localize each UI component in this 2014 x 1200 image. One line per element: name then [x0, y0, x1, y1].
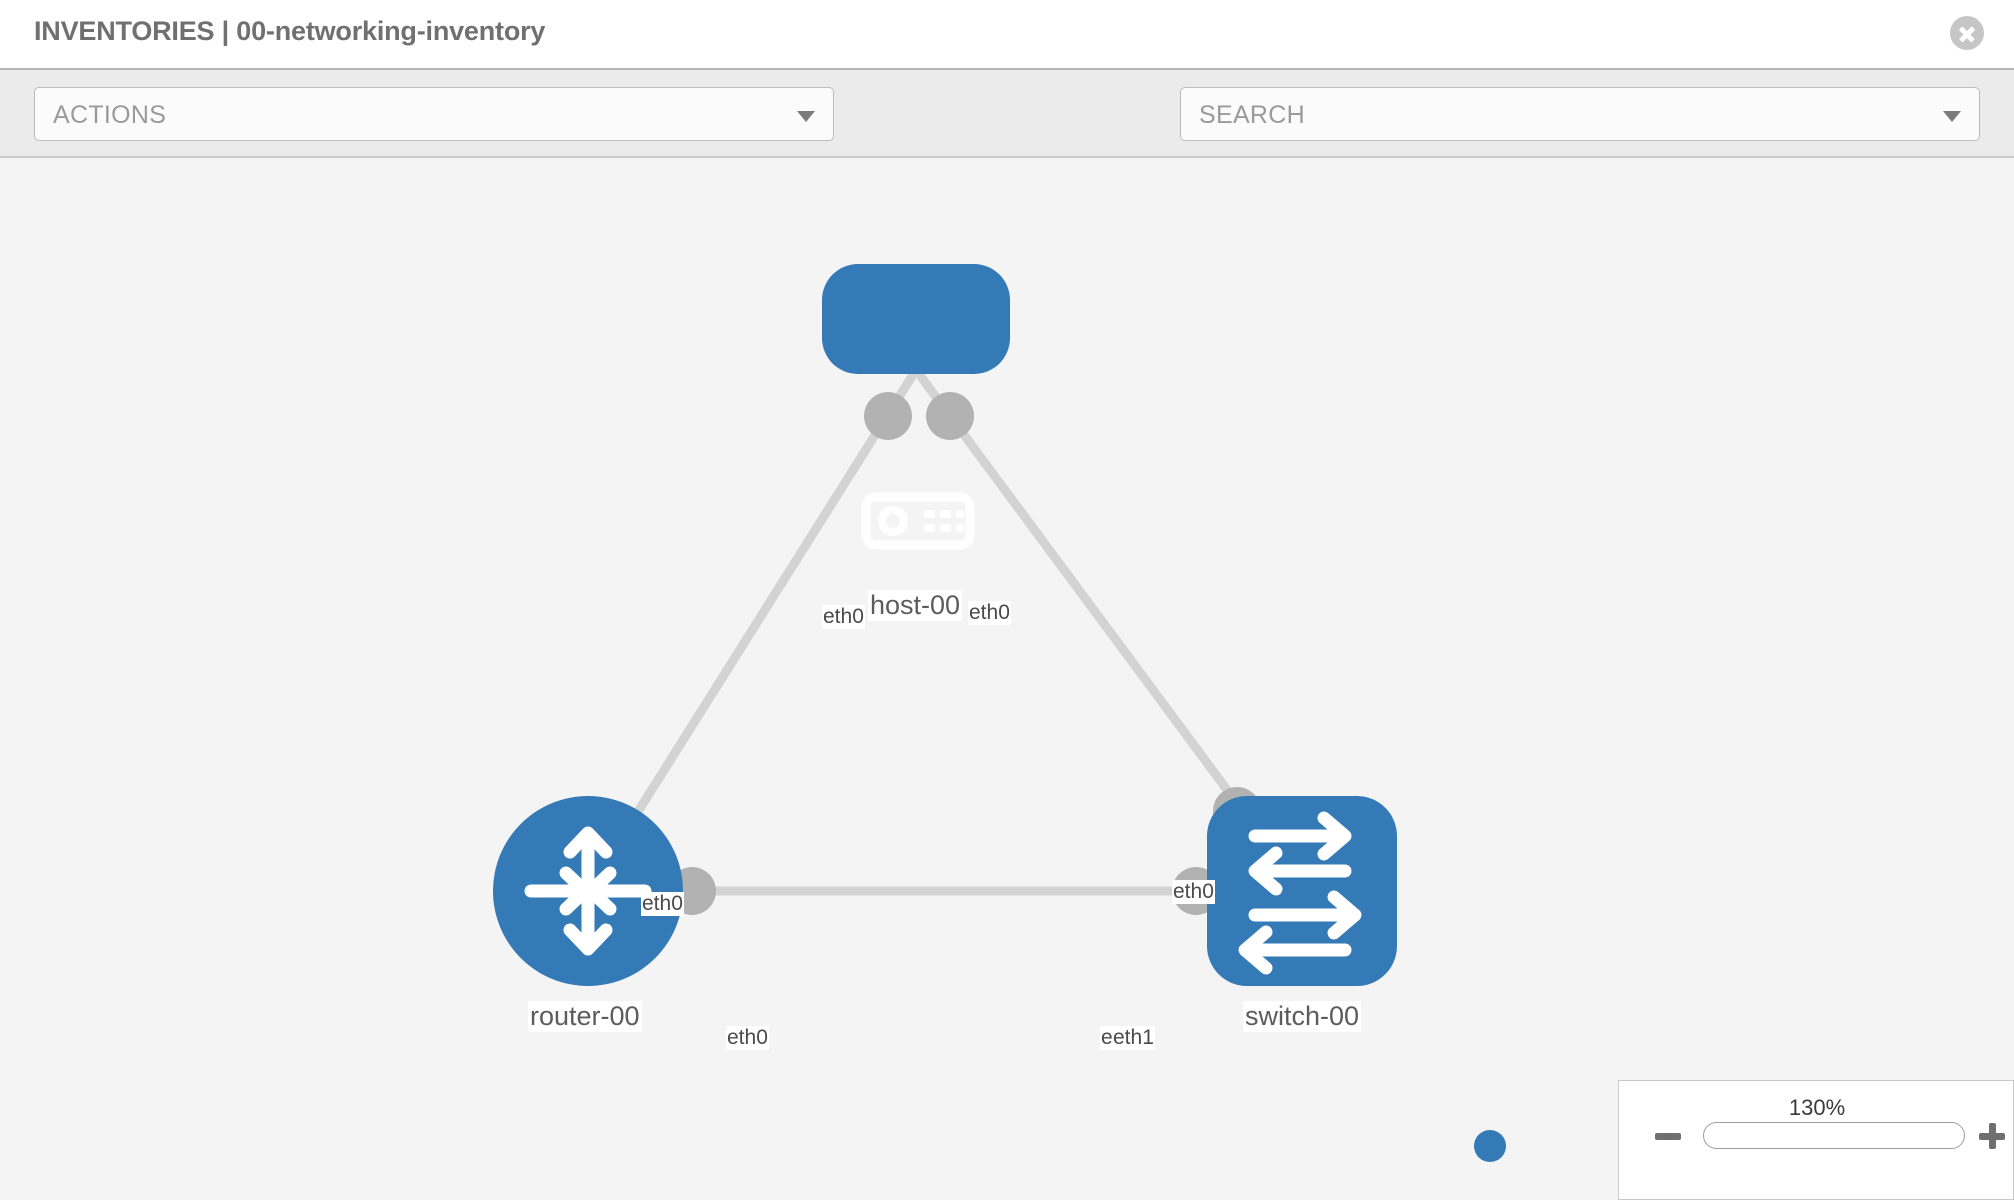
- page-header: INVENTORIES | 00-networking-inventory: [0, 0, 2014, 70]
- search-placeholder: SEARCH: [1199, 101, 1305, 129]
- plus-icon[interactable]: [1979, 1123, 2005, 1149]
- close-icon[interactable]: [1950, 16, 1984, 50]
- node-label-router-00: router-00: [528, 1001, 642, 1032]
- minus-icon[interactable]: [1655, 1133, 1681, 1140]
- toolbar: ACTIONS SEARCH: [0, 70, 2014, 201]
- chevron-down-icon: [797, 111, 815, 122]
- actions-dropdown[interactable]: ACTIONS: [34, 87, 834, 141]
- endpoint-host00-right: [926, 392, 974, 440]
- switch-arrows-icon: [1238, 811, 1362, 975]
- node-host-00[interactable]: [822, 264, 1010, 550]
- chevron-down-icon: [1943, 111, 1961, 122]
- plus-icon-vertical: [1989, 1123, 1996, 1149]
- edge-label-host00-router00-target: eth0: [641, 892, 684, 916]
- node-switch-00[interactable]: [1207, 796, 1397, 986]
- node-label-switch-00: switch-00: [1243, 1001, 1362, 1032]
- router-arrows-icon: [524, 826, 652, 956]
- node-host-00-shape[interactable]: [822, 264, 1010, 374]
- topology-links: [584, 367, 1306, 896]
- server-icon: [861, 492, 975, 550]
- node-label-host-00: host-00: [868, 590, 963, 621]
- node-router-00[interactable]: [493, 796, 683, 986]
- zoom-level-value: 130%: [1788, 1095, 1846, 1120]
- node-switch-00-shape[interactable]: [1207, 796, 1397, 986]
- zoom-control-panel: 130%: [1618, 1080, 2014, 1200]
- topology-endpoints: [668, 392, 1261, 915]
- edge-label-router00-switch00-target: eth1: [1112, 1026, 1155, 1050]
- link-host00-router00[interactable]: [584, 367, 920, 894]
- topology-graph: [493, 264, 1397, 986]
- search-input[interactable]: SEARCH: [1180, 87, 1980, 141]
- edge-label-host00-router00-source: eth0: [822, 605, 865, 629]
- zoom-slider-thumb[interactable]: [1474, 1130, 1506, 1162]
- actions-dropdown-label: ACTIONS: [53, 101, 167, 129]
- edge-label-router00-switch00-source: eth0: [726, 1026, 769, 1050]
- topology-canvas[interactable]: host-00 router-00 switch-00 eth0 eth0 et…: [0, 158, 2014, 1200]
- endpoint-host00-left: [864, 392, 912, 440]
- edge-label-host00-switch00-target: eth0: [1172, 880, 1215, 904]
- zoom-slider[interactable]: [1703, 1122, 1965, 1149]
- page-title: INVENTORIES | 00-networking-inventory: [34, 16, 546, 46]
- edge-label-host00-switch00-source: eth0: [968, 601, 1011, 625]
